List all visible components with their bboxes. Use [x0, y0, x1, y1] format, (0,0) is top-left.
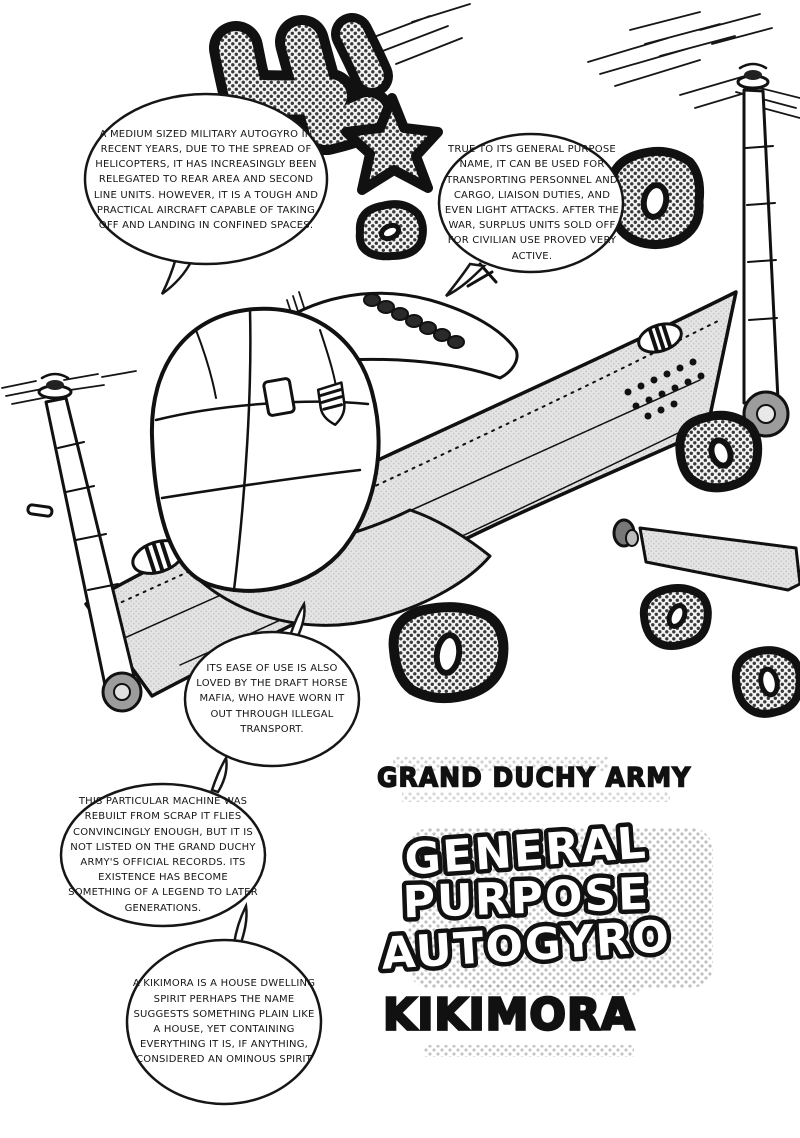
bubble-3-text: ITS EASE OF USE IS ALSO LOVED BY THE DRA… [196, 663, 348, 735]
sfx-blob-bottom-right [731, 646, 800, 718]
sfx-katakana-shape [209, 13, 395, 167]
title-halftone-patches [393, 757, 713, 1057]
bubble-2-tail [445, 262, 487, 298]
shield-emblem [316, 381, 346, 427]
exhaust-stacks [363, 293, 465, 349]
bubble-5 [125, 938, 323, 1106]
sfx-star-shape [341, 93, 443, 195]
insignia-left [131, 539, 185, 575]
bubble-4-text: THIS PARTICULAR MACHINE WAS REBUILT FROM… [68, 796, 258, 914]
sfx-blob-bottom-mid [639, 584, 712, 650]
speech-bubbles [59, 92, 625, 1106]
bubble-4 [59, 782, 267, 928]
bubble-3 [183, 630, 361, 768]
title-line-purpose: PURPOSE [402, 869, 651, 929]
bubble-2 [437, 132, 625, 274]
bubble-1-text: A MEDIUM SIZED MILITARY AUTOGYRO IN RECE… [93, 128, 319, 231]
rotor-blade [612, 518, 800, 592]
title-grand-duchy-army: GRAND DUCHY ARMY [376, 762, 692, 793]
sfx-ring-blobs [355, 146, 800, 718]
insignia-right [637, 322, 683, 354]
bubble-5-tail [232, 901, 248, 948]
title-kikimora: KIKIMORA [382, 989, 636, 1041]
wing-vents [624, 358, 705, 420]
bubble-1 [83, 92, 329, 266]
bubble-4-tail [210, 754, 228, 794]
cockpit [149, 306, 381, 593]
left-peg [26, 503, 54, 518]
left-boom [26, 372, 143, 713]
sfx-blob-bottom-large [388, 602, 509, 704]
bubble-3-tail [288, 600, 306, 642]
bubble-1-tail [160, 256, 194, 296]
sfx-blob-mid-right [675, 410, 763, 493]
bubble-5-text: A KIKIMORA IS A HOUSE DWELLING SPIRIT PE… [132, 978, 316, 1066]
right-boom [736, 62, 790, 438]
sfx-blob-top-right [605, 146, 705, 249]
title-general-purpose-autogyro: GENERAL PURPOSE AUTOGYRO [375, 813, 677, 984]
bubble-2-text: TRUE TO ITS GENERAL PURPOSE NAME, IT CAN… [444, 144, 620, 262]
side-window [262, 377, 296, 417]
autogyro-illustration [26, 62, 800, 713]
sfx-blob-small-top [355, 200, 427, 261]
